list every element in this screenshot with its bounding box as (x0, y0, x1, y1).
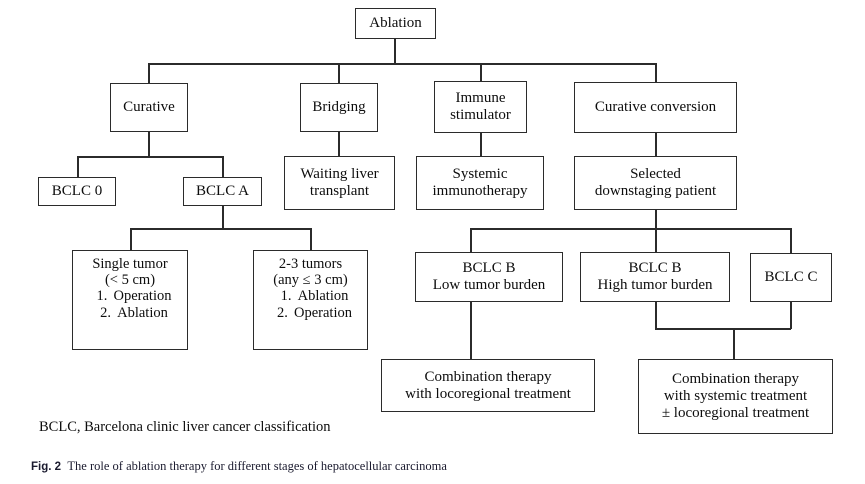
connector-curative-down (148, 132, 150, 156)
node-combo-systemic-line2: with systemic treatment (663, 388, 808, 405)
node-single-tumor-item-1: 1. Operation (89, 288, 172, 304)
node-combination-therapy-systemic[interactable]: Combination therapy with systemic treatm… (638, 359, 833, 434)
node-bclc-0-label: BCLC 0 (51, 183, 103, 200)
node-ablation-label: Ablation (369, 15, 422, 32)
node-bclc-b-low-line1: BCLC B (462, 260, 516, 277)
node-bclc-0[interactable]: BCLC 0 (38, 177, 116, 206)
node-bridging-label: Bridging (312, 99, 366, 116)
node-immune-stimulator-line2: stimulator (450, 107, 511, 123)
connector-bclcc-down (790, 302, 792, 329)
connector-to-bclca (222, 156, 224, 177)
node-bclc-b-high-line2: High tumor burden (597, 277, 713, 293)
connector-to-bclc0 (77, 156, 79, 177)
node-curative-label: Curative (123, 99, 175, 116)
node-single-tumor-item-2-text: Ablation (117, 304, 168, 321)
connector-to-immune-stimulator (480, 63, 482, 81)
node-bclc-b-low-line2: Low tumor burden (432, 277, 546, 293)
figure-caption-label: Fig. 2 (31, 461, 62, 473)
connector-to-curative-conversion (655, 63, 657, 82)
node-immune-stimulator-line1: Immune (455, 90, 506, 107)
connector-to-bridging (338, 63, 340, 83)
node-bclc-c[interactable]: BCLC C (750, 253, 832, 302)
node-single-tumor-item-2: 2. Ablation (92, 305, 168, 321)
connector-to-single-tumor (130, 228, 132, 250)
node-combo-locoregional-line2: with locoregional treatment (405, 385, 571, 402)
connector-bclcb-low-down (470, 302, 472, 359)
node-two-three-tumors-item-2-text: Operation (294, 304, 352, 321)
node-two-three-tumors-item-1-text: Ablation (297, 288, 349, 305)
node-selected-downstaging-patient[interactable]: Selected downstaging patient (574, 156, 737, 210)
node-two-three-tumors-item-2-number: 2. (277, 304, 288, 321)
node-two-three-tumors-item-1: 1. Ablation (273, 288, 349, 304)
connector-bridging-down (338, 132, 340, 156)
node-single-tumor-item-1-number: 1. (96, 288, 108, 305)
node-two-three-tumors-line1: 2-3 tumors (278, 256, 343, 272)
node-bridging[interactable]: Bridging (300, 83, 378, 132)
connector-conversion-down (655, 133, 657, 156)
connector-level2-bus (148, 63, 656, 65)
node-systemic-immunotherapy-line2: immunotherapy (432, 183, 528, 199)
node-two-three-tumors-line2: (any ≤ 3 cm) (273, 272, 348, 289)
connector-merge-bus (655, 328, 791, 330)
node-single-tumor[interactable]: Single tumor (< 5 cm) 1. Operation 2. Abla… (72, 250, 188, 350)
node-waiting-liver-transplant[interactable]: Waiting liver transplant (284, 156, 395, 210)
node-systemic-immunotherapy[interactable]: Systemic immunotherapy (416, 156, 544, 210)
connector-downstaging-bus (470, 228, 791, 230)
node-single-tumor-item-2-number: 2. (100, 304, 111, 321)
node-bclc-b-low-tumor-burden[interactable]: BCLC B Low tumor burden (415, 252, 563, 302)
node-immune-stimulator[interactable]: Immune stimulator (434, 81, 527, 133)
connector-curative-bus (77, 156, 223, 158)
connector-bclca-down (222, 205, 224, 229)
node-bclc-c-label: BCLC C (764, 269, 818, 286)
connector-immune-down (480, 133, 482, 156)
connector-to-bclcb-low (470, 228, 472, 253)
connector-bclcb-high-down (655, 302, 657, 329)
node-selected-downstaging-line2: downstaging patient (594, 183, 717, 199)
connector-merge-down (733, 328, 735, 359)
node-combo-locoregional-line1: Combination therapy (424, 368, 552, 385)
figure-caption: Fig. 2 The role of ablation therapy for … (31, 459, 447, 474)
connector-bclca-bus (130, 228, 311, 230)
node-selected-downstaging-line1: Selected (630, 166, 681, 183)
node-bclc-a[interactable]: BCLC A (183, 177, 262, 206)
connector-to-two-three-tumors (310, 228, 312, 250)
node-two-three-tumors[interactable]: 2-3 tumors (any ≤ 3 cm) 1. Ablation 2. Ope… (253, 250, 368, 350)
connector-to-bclcc (790, 228, 792, 253)
node-curative-conversion[interactable]: Curative conversion (574, 82, 737, 133)
node-combo-systemic-line1: Combination therapy (671, 371, 800, 388)
node-waiting-liver-transplant-line2: transplant (309, 183, 370, 199)
figure-caption-text: The role of ablation therapy for differe… (67, 459, 447, 473)
node-single-tumor-line2: (< 5 cm) (104, 272, 156, 289)
node-curative-conversion-label: Curative conversion (594, 99, 717, 116)
connector-root-down (394, 38, 396, 64)
node-bclc-b-high-tumor-burden[interactable]: BCLC B High tumor burden (580, 252, 730, 302)
node-ablation[interactable]: Ablation (355, 8, 436, 39)
node-single-tumor-line1: Single tumor (92, 256, 168, 272)
node-two-three-tumors-item-2: 2. Operation (269, 305, 352, 321)
node-two-three-tumors-item-1-number: 1. (280, 288, 292, 305)
connector-to-curative (148, 63, 150, 83)
node-combination-therapy-locoregional[interactable]: Combination therapy with locoregional tr… (381, 359, 595, 412)
node-systemic-immunotherapy-line1: Systemic (452, 166, 508, 183)
node-bclc-b-high-line1: BCLC B (628, 260, 682, 277)
node-combo-systemic-line3: ± locoregional treatment (661, 404, 810, 421)
node-single-tumor-item-1-text: Operation (113, 288, 172, 305)
node-curative[interactable]: Curative (110, 83, 188, 132)
node-bclc-a-label: BCLC A (196, 183, 249, 200)
node-waiting-liver-transplant-line1: Waiting liver (300, 166, 379, 183)
abbreviation-legend: BCLC, Barcelona clinic liver cancer clas… (39, 419, 331, 435)
connector-downstaging-down (655, 210, 657, 253)
